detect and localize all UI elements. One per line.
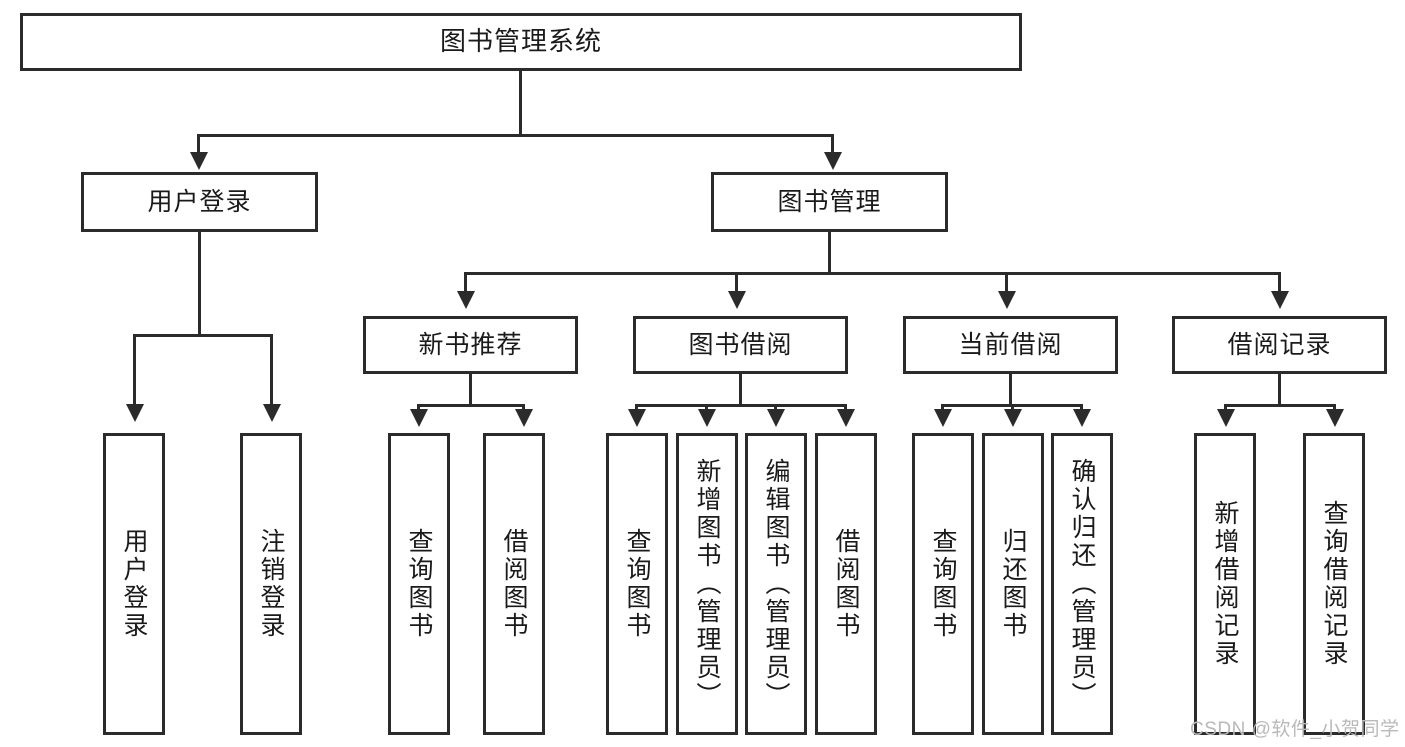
leaf-borrow-book-new-rec[interactable]: 借阅图书 <box>483 433 545 735</box>
leaf-user-login-label: 用户登录 <box>120 528 148 640</box>
connector-book-borrow-drop-2 <box>705 404 708 412</box>
connector-current-borrow-stem <box>1009 374 1012 406</box>
leaf-query-book-borrow[interactable]: 查询图书 <box>606 433 668 735</box>
leaf-edit-book-admin-label: 编辑图书（管理员） <box>762 458 790 710</box>
leaf-logout[interactable]: 注销登录 <box>240 433 302 735</box>
leaf-query-borrow-record[interactable]: 查询借阅记录 <box>1303 433 1365 735</box>
connector-book-manage-stem <box>828 232 831 274</box>
connector-new-book-drop-2 <box>522 404 525 412</box>
arrow-user-login-leaf-1 <box>126 404 144 422</box>
connector-borrow-record-bar <box>1224 404 1336 407</box>
arrow-book-manage-to-new-book <box>457 291 475 309</box>
node-current-borrow[interactable]: 当前借阅 <box>903 316 1118 374</box>
leaf-logout-label: 注销登录 <box>257 528 285 640</box>
leaf-return-book-label: 归还图书 <box>999 528 1027 640</box>
leaf-return-book[interactable]: 归还图书 <box>982 433 1044 735</box>
leaf-add-borrow-record[interactable]: 新增借阅记录 <box>1194 433 1256 735</box>
connector-new-book-stem <box>469 374 472 406</box>
arrow-book-borrow-leaf-4 <box>837 409 855 427</box>
arrow-book-manage-to-book-borrow <box>728 291 746 309</box>
arrow-book-manage-to-borrow-record <box>1271 291 1289 309</box>
arrow-borrow-record-leaf-2 <box>1326 409 1344 427</box>
arrow-root-to-book-manage <box>824 152 842 170</box>
connector-root-bar <box>197 134 834 137</box>
connector-book-borrow-drop-4 <box>844 404 847 412</box>
node-root-system-label: 图书管理系统 <box>439 26 602 57</box>
node-current-borrow-label: 当前借阅 <box>958 331 1063 359</box>
leaf-query-book-current-label: 查询图书 <box>929 528 957 640</box>
arrow-user-login-leaf-2 <box>263 404 281 422</box>
arrow-current-borrow-leaf-2 <box>1004 409 1022 427</box>
connector-book-manage-drop-2 <box>735 272 738 294</box>
csdn-watermark: CSDN @软件_小贺同学 <box>1190 719 1400 740</box>
connector-user-login-drop-1 <box>133 334 136 406</box>
arrow-new-book-leaf-2 <box>515 409 533 427</box>
leaf-confirm-return-admin[interactable]: 确认归还（管理员） <box>1051 433 1113 735</box>
leaf-query-book-new-rec[interactable]: 查询图书 <box>388 433 450 735</box>
leaf-edit-book-admin[interactable]: 编辑图书（管理员） <box>745 433 807 735</box>
arrow-book-borrow-leaf-1 <box>628 409 646 427</box>
node-borrow-record-label: 借阅记录 <box>1227 331 1332 359</box>
node-new-book-recommend[interactable]: 新书推荐 <box>363 316 578 374</box>
connector-new-book-bar <box>417 404 525 407</box>
connector-root-to-user-login <box>197 134 200 156</box>
connector-borrow-record-drop-1 <box>1224 404 1227 412</box>
leaf-borrow-book-borrow-label: 借阅图书 <box>832 528 860 640</box>
arrow-current-borrow-leaf-1 <box>934 409 952 427</box>
connector-borrow-record-drop-2 <box>1333 404 1336 412</box>
arrow-new-book-leaf-1 <box>410 409 428 427</box>
node-user-login[interactable]: 用户登录 <box>81 172 318 232</box>
arrow-book-manage-to-current-borrow <box>998 291 1016 309</box>
connector-user-login-stem <box>198 232 201 336</box>
node-book-borrow[interactable]: 图书借阅 <box>633 316 848 374</box>
leaf-borrow-book-new-rec-label: 借阅图书 <box>500 528 528 640</box>
arrow-book-borrow-leaf-2 <box>698 409 716 427</box>
connector-book-manage-drop-4 <box>1278 272 1281 294</box>
connector-new-book-drop-1 <box>417 404 420 412</box>
arrow-current-borrow-leaf-3 <box>1073 409 1091 427</box>
connector-book-borrow-stem <box>739 374 742 406</box>
node-user-login-label: 用户登录 <box>147 188 252 216</box>
leaf-query-book-new-rec-label: 查询图书 <box>405 528 433 640</box>
connector-current-borrow-drop-1 <box>941 404 944 412</box>
leaf-query-book-borrow-label: 查询图书 <box>623 528 651 640</box>
arrow-borrow-record-leaf-1 <box>1217 409 1235 427</box>
arrow-book-borrow-leaf-3 <box>767 409 785 427</box>
connector-user-login-drop-2 <box>270 334 273 406</box>
connector-book-borrow-drop-3 <box>774 404 777 412</box>
connector-current-borrow-drop-2 <box>1011 404 1014 412</box>
node-root-system[interactable]: 图书管理系统 <box>20 13 1022 71</box>
connector-book-borrow-drop-1 <box>635 404 638 412</box>
node-borrow-record[interactable]: 借阅记录 <box>1172 316 1387 374</box>
connector-book-manage-bar <box>464 272 1281 275</box>
connector-book-borrow-bar <box>635 404 847 407</box>
leaf-borrow-book-borrow[interactable]: 借阅图书 <box>815 433 877 735</box>
connector-borrow-record-stem <box>1278 374 1281 406</box>
connector-user-login-bar <box>133 334 273 337</box>
node-book-borrow-label: 图书借阅 <box>688 331 793 359</box>
leaf-add-borrow-record-label: 新增借阅记录 <box>1211 500 1239 668</box>
connector-book-manage-drop-1 <box>464 272 467 294</box>
leaf-add-book-admin[interactable]: 新增图书（管理员） <box>676 433 738 735</box>
connector-book-manage-drop-3 <box>1005 272 1008 294</box>
node-book-manage[interactable]: 图书管理 <box>711 172 948 232</box>
connector-current-borrow-drop-3 <box>1080 404 1083 412</box>
leaf-confirm-return-admin-label: 确认归还（管理员） <box>1068 458 1096 710</box>
leaf-query-borrow-record-label: 查询借阅记录 <box>1320 500 1348 668</box>
connector-root-stem <box>519 71 522 136</box>
arrow-root-to-user-login <box>190 152 208 170</box>
node-new-book-recommend-label: 新书推荐 <box>418 331 523 359</box>
leaf-add-book-admin-label: 新增图书（管理员） <box>693 458 721 710</box>
leaf-query-book-current[interactable]: 查询图书 <box>912 433 974 735</box>
connector-root-to-book-manage <box>831 134 834 156</box>
leaf-user-login[interactable]: 用户登录 <box>103 433 165 735</box>
node-book-manage-label: 图书管理 <box>777 188 882 216</box>
